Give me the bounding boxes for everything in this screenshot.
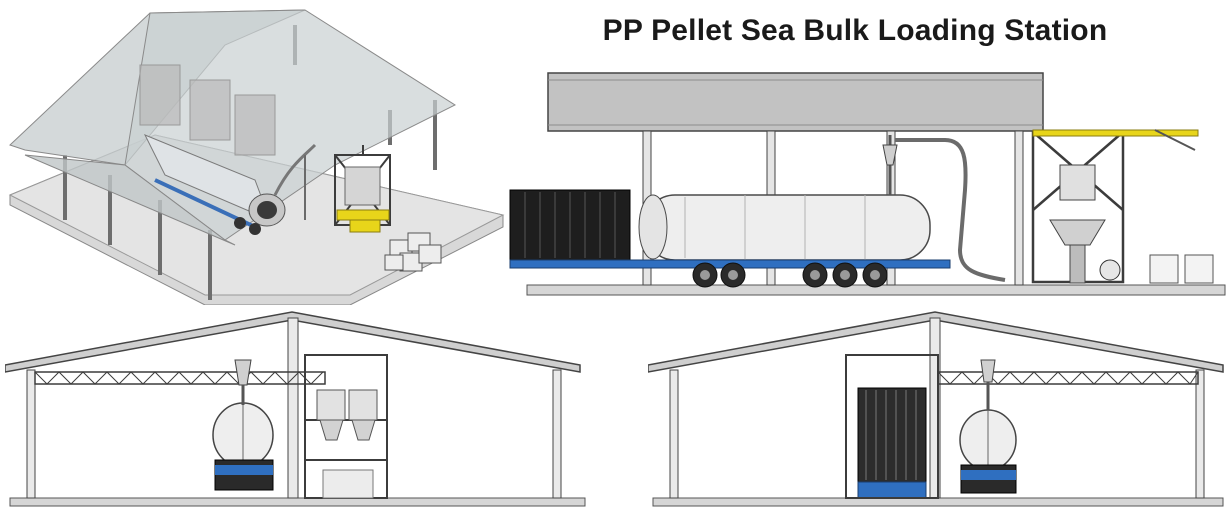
rear-elevation-view-icon <box>648 311 1224 507</box>
front-view-left <box>5 310 590 510</box>
page-title: PP Pellet Sea Bulk Loading Station <box>602 14 1108 47</box>
isometric-view <box>5 5 505 305</box>
isometric-3d-view-icon <box>8 9 505 305</box>
front-elevation-view-icon <box>5 311 586 507</box>
front-view-right <box>648 310 1228 510</box>
side-view <box>505 70 1229 305</box>
side-elevation-view-icon <box>509 72 1226 296</box>
